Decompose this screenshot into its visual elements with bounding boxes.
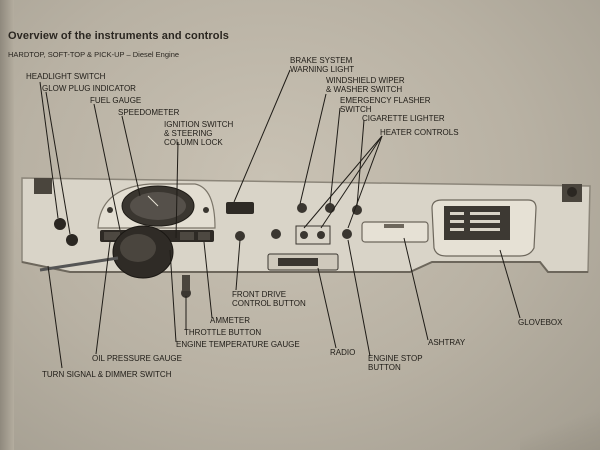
page-edge-shadow (0, 0, 14, 450)
turn-signal-stalk (39, 256, 119, 272)
label-cigarette-lighter: CIGARETTE LIGHTER (362, 114, 445, 123)
label-engine-stop: ENGINE STOP BUTTON (368, 354, 423, 372)
label-emergency-flasher: EMERGENCY FLASHER SWITCH (340, 96, 431, 114)
label-ammeter: AMMETER (210, 316, 250, 325)
ashtray (361, 221, 429, 243)
brake-warning-light (226, 202, 254, 214)
headlight-switch-knob (54, 218, 66, 230)
wiper-switch (297, 203, 307, 213)
label-throttle-button: THROTTLE BUTTON (184, 328, 262, 337)
extra-knob (271, 229, 281, 239)
dashboard-lower-edge (21, 261, 588, 273)
label-windshield-wiper: WINDSHIELD WIPER & WASHER SWITCH (326, 76, 405, 94)
label-ashtray: ASHTRAY (428, 338, 466, 347)
flasher-switch (325, 203, 335, 213)
label-ignition-switch: IGNITION SWITCH & STEERING COLUMN LOCK (164, 120, 234, 147)
label-brake-warning: BRAKE SYSTEM WARNING LIGHT (290, 56, 355, 74)
front-drive-button (235, 231, 245, 241)
leader-lines (39, 69, 521, 369)
label-radio: RADIO (330, 348, 356, 357)
label-front-drive: FRONT DRIVE CONTROL BUTTON (232, 290, 306, 308)
page-title: Overview of the instruments and controls (8, 30, 229, 42)
glow-plug-indicator-lamp (66, 234, 78, 246)
cigarette-lighter (352, 205, 362, 215)
label-heater-controls: HEATER CONTROLS (380, 128, 459, 137)
label-glow-plug-indicator: GLOW PLUG INDICATOR (42, 84, 136, 93)
label-fuel-gauge: FUEL GAUGE (90, 96, 142, 105)
label-turn-signal: TURN SIGNAL & DIMMER SWITCH (42, 370, 172, 379)
label-headlight-switch: HEADLIGHT SWITCH (26, 72, 106, 81)
label-speedometer: SPEEDOMETER (118, 108, 180, 117)
page-corner-shadow (520, 410, 600, 450)
page-subtitle: HARDTOP, SOFT-TOP & PICK-UP – Diesel Eng… (8, 50, 180, 59)
label-glovebox: GLOVEBOX (518, 318, 563, 327)
engine-stop-button (342, 229, 352, 239)
heater-control-box (295, 225, 331, 245)
left-bracket (34, 178, 52, 194)
label-oil-pressure: OIL PRESSURE GAUGE (92, 354, 182, 363)
label-engine-temperature: ENGINE TEMPERATURE GAUGE (176, 340, 300, 349)
